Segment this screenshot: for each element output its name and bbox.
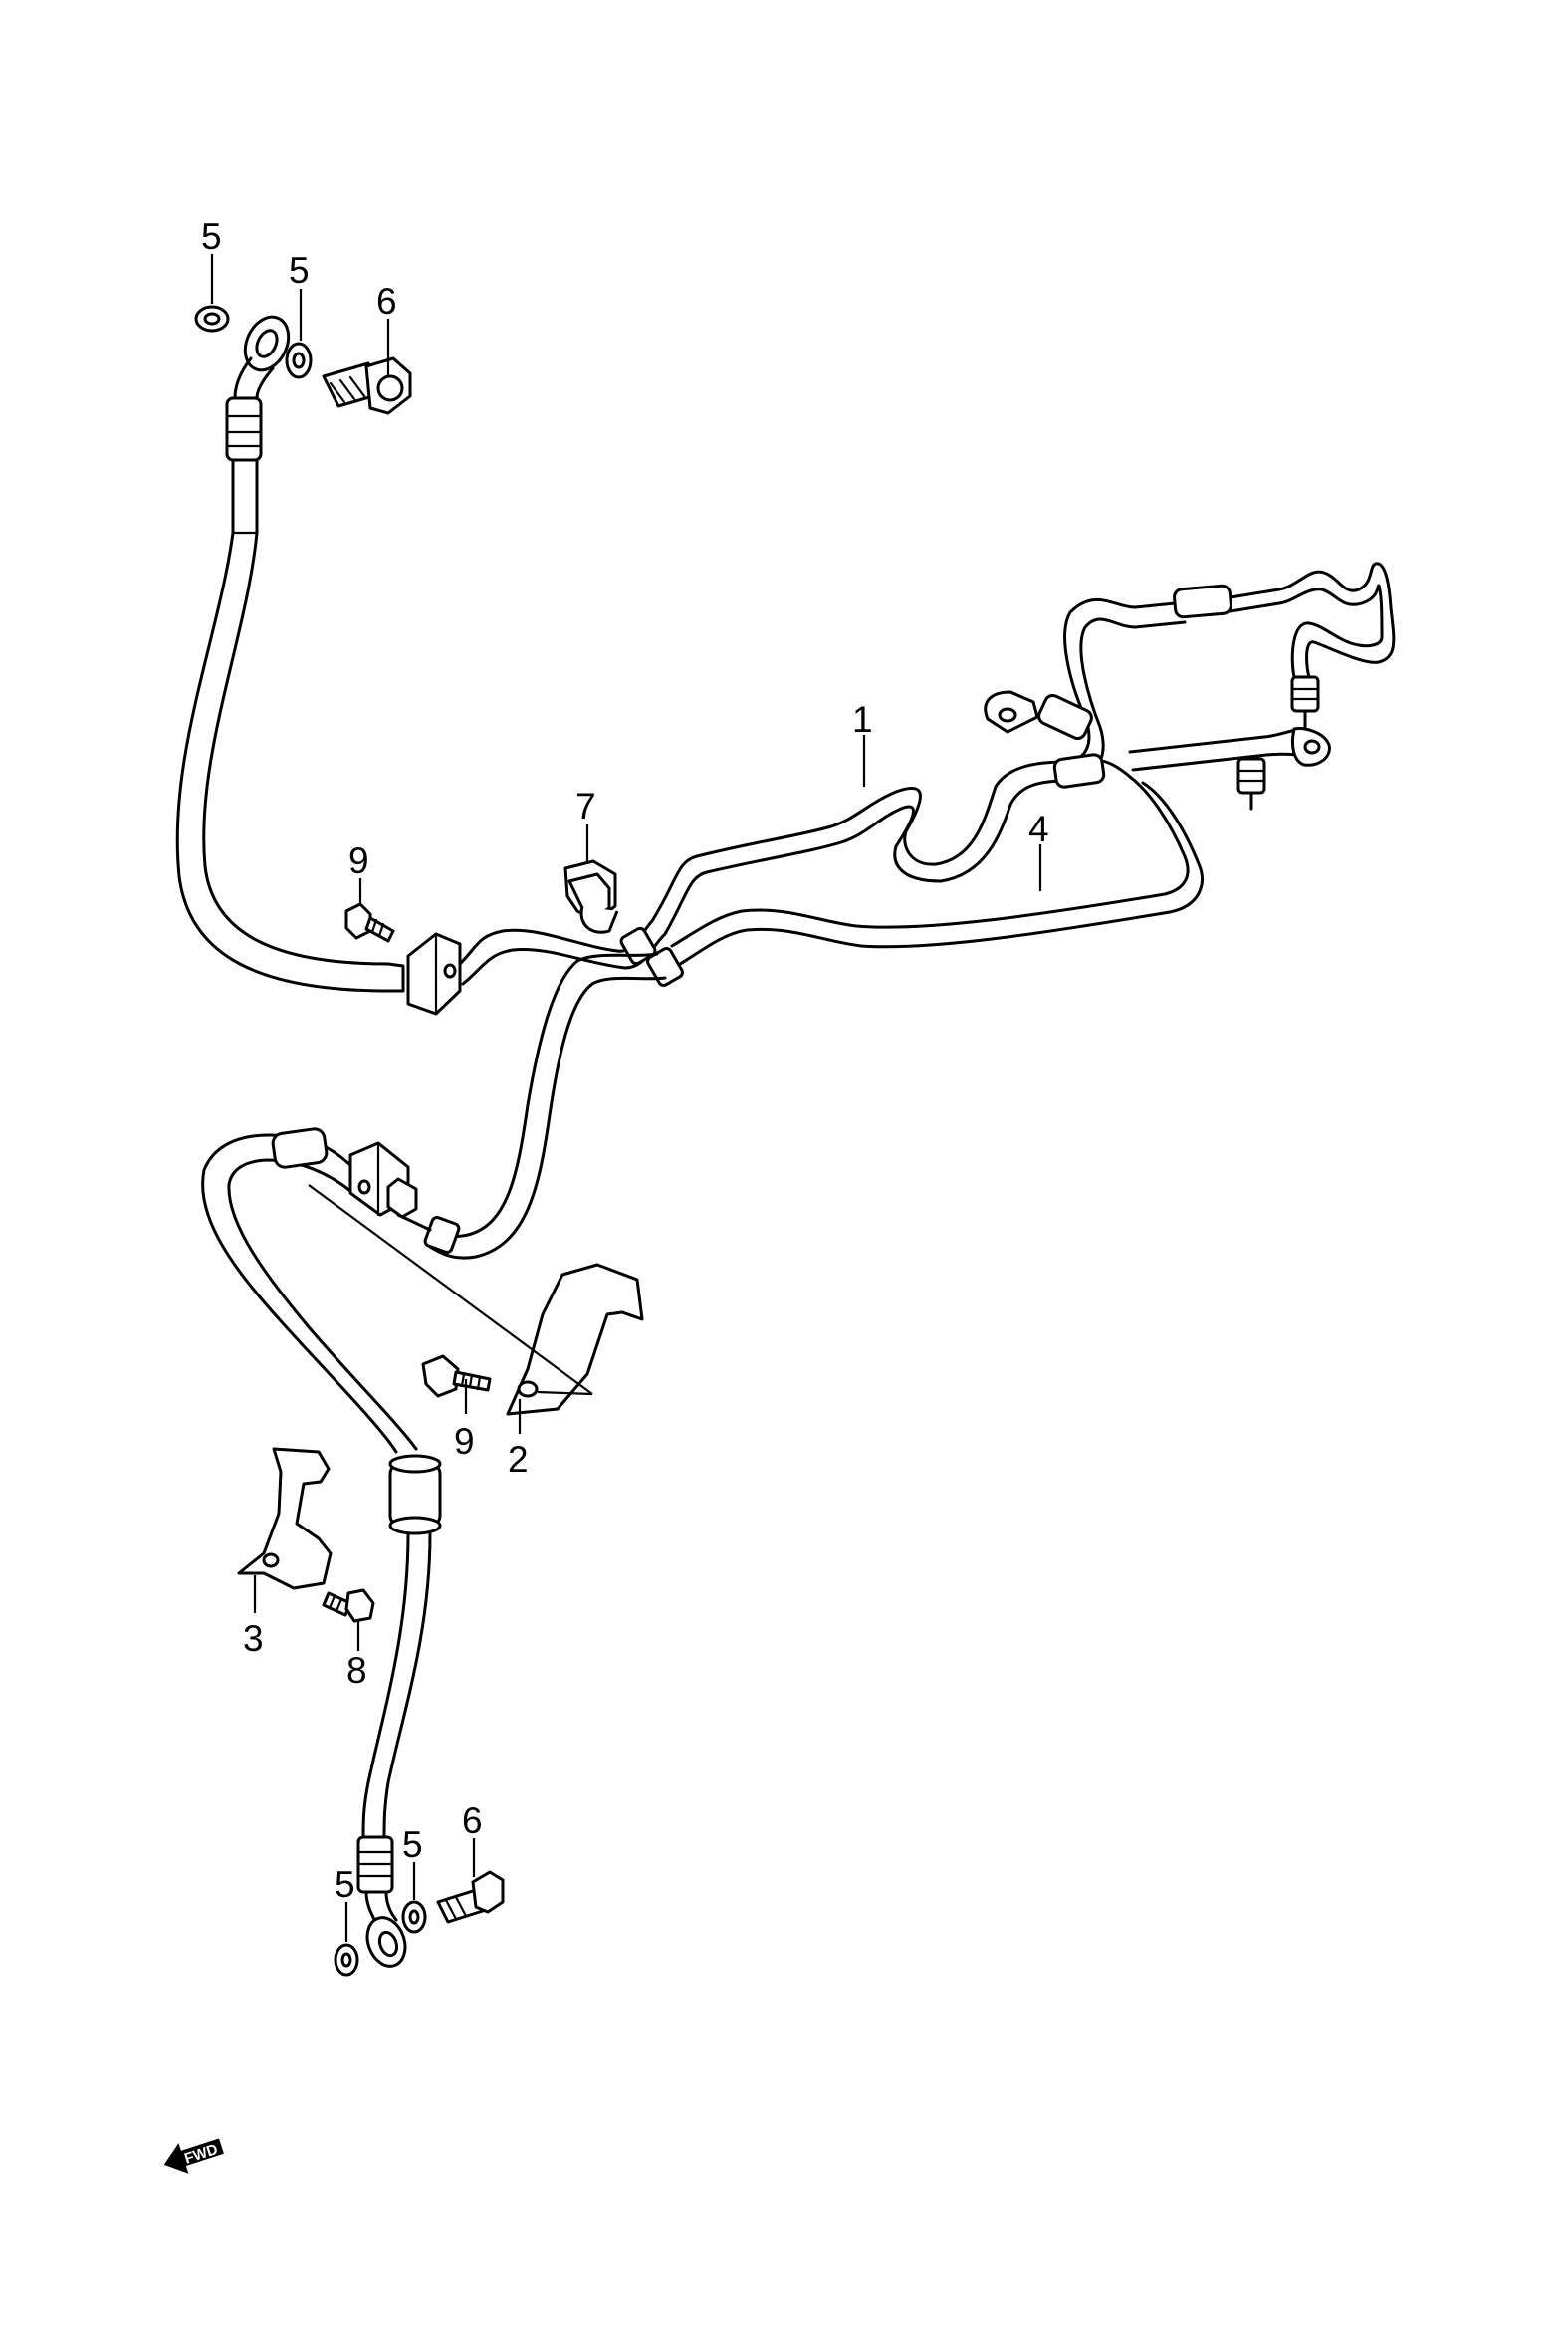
washer-5-lower-right (401, 1900, 427, 1934)
junction-block-left (406, 932, 462, 1016)
callout-2: 2 (508, 1439, 529, 1480)
bolt-9-lower (421, 1354, 492, 1398)
callout-5b: 5 (289, 250, 310, 291)
bracket-2 (308, 1184, 644, 1416)
fwd-label: FWD (182, 2141, 220, 2168)
union-bolt-6-lower (436, 1870, 505, 1924)
callout-5a: 5 (201, 216, 222, 257)
callout-3: 3 (243, 1618, 264, 1659)
callout-1: 1 (852, 699, 873, 740)
callout-6b: 6 (462, 1800, 483, 1841)
upper-brake-hose (175, 315, 405, 993)
lower-brake-hose (201, 1127, 442, 1968)
callout-5c: 5 (335, 1864, 355, 1905)
bolt-9-upper (344, 902, 395, 943)
bracket-3 (237, 1447, 333, 1590)
junction-block-lower (348, 1141, 418, 1219)
callout-5d: 5 (402, 1824, 423, 1865)
callout-8: 8 (346, 1650, 367, 1691)
bolt-8 (322, 1588, 375, 1623)
washer-5-lower-left (334, 1943, 359, 1977)
callout-9a: 9 (348, 840, 369, 881)
brake-pipe-middle (396, 952, 667, 1260)
washer-5-upper-right (285, 342, 313, 379)
clip-7 (563, 859, 619, 934)
leader-lines (210, 254, 1042, 1942)
fwd-arrow-icon: FWD (163, 2138, 224, 2174)
pipe-clamp-upper (984, 690, 1093, 741)
washer-5-upper-left (194, 305, 230, 333)
union-bolt-6-upper (322, 356, 412, 415)
callout-6a: 6 (376, 281, 397, 322)
callout-labels: 1 2 3 4 5 5 5 5 6 6 7 8 9 9 (201, 216, 1049, 1905)
callout-4: 4 (1028, 809, 1049, 849)
callout-7: 7 (575, 786, 596, 826)
callout-9b: 9 (454, 1421, 475, 1462)
brake-pipe-4 (670, 727, 1331, 968)
